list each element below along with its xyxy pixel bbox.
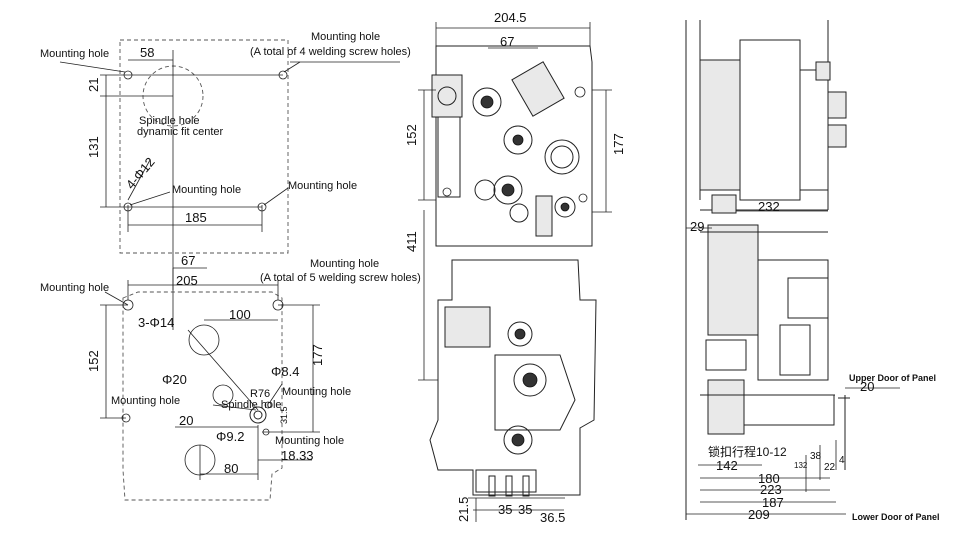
mounting-hole-label: Mounting hole	[40, 282, 109, 294]
upper-side-housing	[699, 59, 741, 191]
dim-phi20: Φ20	[162, 372, 187, 387]
left-bottom-panel: 67 205 Mounting hole Mounting hole (A to…	[40, 253, 421, 501]
dim-232: 232	[758, 199, 780, 214]
spindle-hole-circle	[249, 406, 267, 424]
coil-block	[444, 306, 491, 348]
dim-21-5: 21.5	[456, 497, 471, 522]
latch-plate	[494, 354, 576, 431]
dim-411: 411	[404, 231, 419, 252]
dim-3-phi14: 3-Φ14	[138, 315, 174, 330]
spring-block	[511, 61, 565, 117]
spindle-wheel	[503, 425, 533, 455]
bottom-cutout-outline	[122, 291, 283, 501]
dim-131: 131	[86, 136, 101, 158]
dim-38: 38	[810, 451, 822, 462]
spindle-hole-label: Spindle hole	[221, 399, 282, 411]
dim-80: 80	[224, 461, 238, 476]
dim-36-5: 36.5	[540, 510, 565, 525]
upper-bracket	[431, 74, 463, 118]
dim-67: 67	[500, 34, 514, 49]
dim-180: 180	[758, 471, 780, 486]
dim-142: 142	[716, 458, 738, 473]
dim-185: 185	[185, 210, 207, 225]
main-wheel	[544, 139, 580, 175]
lower-door-label: Lower Door of Panel	[852, 512, 940, 522]
mounting-hole-label: Mounting hole	[310, 258, 379, 270]
dim-r76: R76	[250, 388, 270, 400]
dim-205: 205	[176, 273, 198, 288]
dim-187: 187	[762, 495, 784, 510]
dim-21: 21	[86, 78, 101, 92]
dim-4: 4	[839, 455, 845, 466]
welding-note: (A total of 5 welding screw holes)	[260, 272, 421, 284]
dynamic-fit-center-label: dynamic fit center	[137, 126, 224, 138]
dim-20: 20	[179, 413, 193, 428]
dim-18-33: 18.33	[281, 448, 314, 463]
lower-spring	[707, 379, 745, 435]
dim-152: 152	[86, 350, 101, 372]
dim-58: 58	[140, 45, 154, 60]
spindle-hole-label: Spindle hole	[139, 115, 200, 127]
dim-phi9-2: Φ9.2	[216, 429, 244, 444]
mounting-hole-label: Mounting hole	[172, 184, 241, 196]
dim-22: 22	[824, 462, 836, 473]
right-panel: 232 29 Upper Door of Panel 20 锁扣行程10-12 …	[685, 20, 940, 522]
welding-note: (A total of 4 welding screw holes)	[250, 46, 411, 58]
phi20-hole	[188, 324, 220, 356]
phi20-hole	[212, 384, 234, 406]
mounting-hole-label: Mounting hole	[288, 180, 357, 192]
dim-177: 177	[310, 344, 325, 366]
dim-20: 20	[860, 379, 874, 394]
upper-door-label: Upper Door of Panel	[849, 373, 936, 383]
dim-152: 152	[404, 124, 419, 146]
lower-side-housing	[707, 224, 759, 336]
latch-travel-label: 锁扣行程10-12	[708, 444, 787, 459]
mounting-hole-label: Mounting hole	[40, 48, 109, 60]
cam-wheel	[493, 175, 523, 205]
mounting-hole-label: Mounting hole	[111, 395, 180, 407]
dim-phi8-4: Φ8.4	[271, 364, 299, 379]
dim-100: 100	[229, 307, 251, 322]
top-cutout-outline	[119, 39, 289, 254]
mounting-hole-label: Mounting hole	[275, 435, 344, 447]
dim-132: 132	[794, 461, 808, 470]
dim-35a: 35	[498, 502, 512, 517]
dim-209: 209	[748, 507, 770, 522]
center-panel: 204.5 67 152 177 411 21.5 35 35 36.5	[404, 10, 626, 525]
spring-coil	[535, 195, 553, 237]
mounting-hole-label: Mounting hole	[282, 386, 351, 398]
upper-mechanism-plate	[435, 45, 593, 247]
upper-gear	[472, 87, 502, 117]
dim-204-5: 204.5	[494, 10, 527, 25]
latch-wheel	[513, 363, 547, 397]
dim-67: 67	[181, 253, 195, 268]
dim-31-5: 31.5	[279, 406, 289, 424]
dim-177: 177	[611, 133, 626, 155]
dim-29: 29	[690, 219, 704, 234]
dim-4-phi12: 4-Φ12	[123, 154, 158, 192]
mounting-hole-label: Mounting hole	[311, 31, 380, 43]
lower-mechanism-plate	[429, 259, 597, 496]
dim-35b: 35	[518, 502, 532, 517]
dim-223: 223	[760, 482, 782, 497]
